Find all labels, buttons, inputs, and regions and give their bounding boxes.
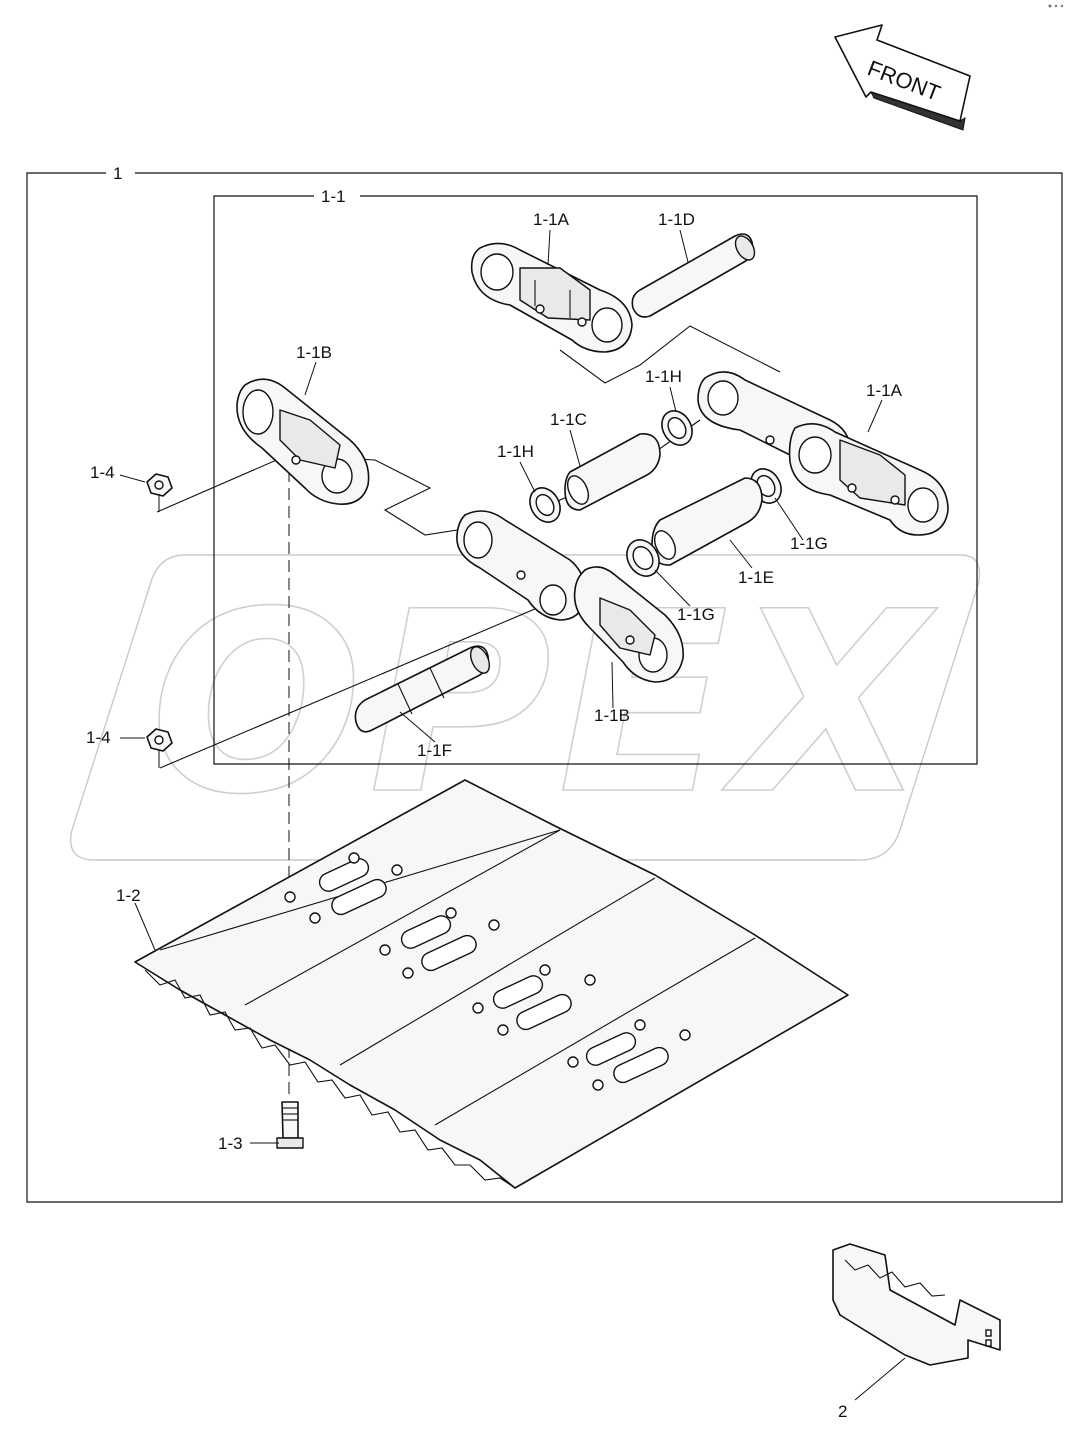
pin-1-1f	[354, 645, 491, 733]
leader-lines	[119, 229, 906, 1401]
label-seal-1-1h-right: 1-1H	[645, 367, 682, 386]
seal-1-1g-left	[626, 539, 660, 577]
label-subassembly: 1-1	[321, 187, 346, 206]
label-pin-1-1d: 1-1D	[658, 210, 695, 229]
front-arrow: FRONT	[834, 24, 971, 131]
label-nut-upper: 1-4	[90, 463, 115, 482]
link-1-1a-top	[470, 242, 633, 353]
seal-1-1h-left	[529, 487, 561, 523]
label-seal-1-1g-right: 1-1G	[790, 534, 828, 553]
label-bushing-1-1c: 1-1C	[550, 410, 587, 429]
label-bolt: 1-3	[218, 1134, 243, 1153]
guard-2	[832, 1243, 1001, 1366]
pin-1-1d	[631, 233, 756, 318]
track-shoe	[134, 779, 849, 1189]
label-seal-1-1g-left: 1-1G	[677, 605, 715, 624]
link-1-1b-bottom	[456, 510, 684, 683]
bushing-1-1c	[564, 433, 661, 511]
bushing-1-1e	[651, 477, 763, 566]
label-link-1-1b-left: 1-1B	[296, 343, 332, 362]
label-shoe: 1-2	[116, 886, 141, 905]
nut-lower	[146, 728, 173, 768]
label-guard: 2	[838, 1402, 847, 1421]
label-link-1-1b-bottom: 1-1B	[594, 706, 630, 725]
subassembly-frame: 1-1	[213, 187, 978, 765]
nut-upper	[146, 473, 173, 512]
label-assembly: 1	[113, 164, 122, 183]
label-nut-lower: 1-4	[86, 728, 111, 747]
label-link-1-1a-top: 1-1A	[533, 210, 570, 229]
label-seal-1-1h-left: 1-1H	[497, 442, 534, 461]
bolt-1-3	[276, 1101, 304, 1149]
label-bushing-1-1e: 1-1E	[738, 568, 774, 587]
link-1-1b-left	[236, 378, 370, 505]
label-pin-1-1f: 1-1F	[417, 741, 452, 760]
corner-mark-icon	[1048, 4, 1064, 8]
assembly-frame: 1	[26, 164, 1063, 1203]
label-link-1-1a-right: 1-1A	[866, 381, 903, 400]
part-labels: 1-1A 1-1D 1-1B 1-1A 1-1H 1-1C 1-1H 1-1G …	[86, 210, 903, 1421]
link-1-1a-right	[697, 371, 949, 536]
seal-1-1h-right	[661, 410, 693, 446]
